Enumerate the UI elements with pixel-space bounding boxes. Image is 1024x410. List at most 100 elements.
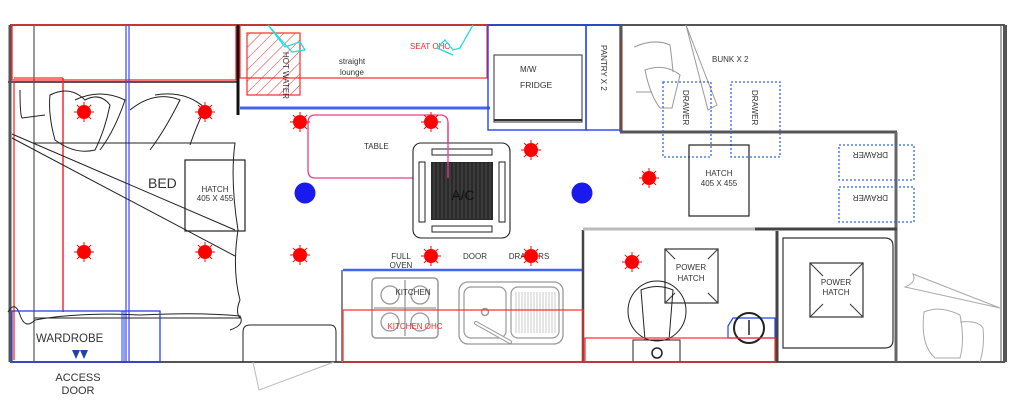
access-door-label: ACCESS: [55, 372, 100, 384]
ac-vent-top: [431, 148, 493, 156]
pillow-2: [74, 93, 126, 151]
power-hatch-1-label-2: HATCH: [678, 274, 705, 283]
cooktop: [371, 277, 439, 339]
drawer-3-label: DRAWER: [853, 150, 888, 159]
sink-unit: [458, 281, 564, 345]
toilet-seat: [640, 286, 674, 341]
speaker-icon: [571, 182, 593, 204]
shower: POWER HATCH: [782, 237, 894, 349]
kitchen: FULL OVEN DOOR DRAWERS KITCHEN KITCHEN O…: [341, 230, 585, 363]
hatch-bedroom: [184, 159, 246, 232]
seat-ohc-label: SEAT OHC: [410, 42, 450, 51]
sink-tap-inner: [475, 322, 511, 343]
hatch-bedroom-size: 405 X 455: [197, 194, 234, 203]
drawers-dashed: [662, 81, 915, 223]
bed-fold-line-2: [11, 137, 236, 257]
downlight-icon: [290, 245, 310, 265]
basin: [733, 312, 765, 344]
lounge: HOT WATER straight lounge SEAT OHC: [239, 24, 490, 110]
hatch-bedroom-label: HATCH: [202, 185, 229, 194]
rear-cushions: [903, 273, 1001, 363]
downlight-icon: [521, 140, 541, 160]
hatch-bunk-label: HATCH: [706, 169, 733, 178]
cooktop-burners: [374, 280, 436, 336]
kitchen-ohc-label: KITCHEN OHC: [387, 322, 442, 331]
table-outline: [307, 114, 449, 179]
downlight-icon: [421, 246, 441, 266]
burner-2: [410, 285, 430, 305]
downlight-icon: [74, 102, 94, 122]
downlight-icon: [195, 242, 215, 262]
burner-1: [380, 285, 400, 305]
hatch-bunk-size: 405 X 455: [701, 179, 738, 188]
entry-door-swing: [252, 361, 335, 391]
downlights: [74, 102, 659, 272]
sink-drain: [480, 307, 490, 317]
wardrobe: [11, 310, 161, 363]
power-hatch-2: [809, 262, 864, 318]
power-hatch-1: [664, 248, 719, 304]
drawer-4: [838, 186, 915, 223]
full-oven-label-2: OVEN: [390, 261, 413, 270]
fridge-cabinet: [487, 24, 587, 131]
access-door-arrow-icon-2: [80, 350, 88, 359]
power-hatch-2-label: POWER: [821, 278, 851, 287]
drawer-4-label: DRAWER: [853, 193, 888, 202]
door-label: DOOR: [463, 252, 487, 261]
bed-fold-line-1: [11, 133, 236, 231]
ac-vent-left: [418, 161, 426, 223]
speakers: [294, 182, 593, 204]
bathroom: POWER HATCH: [583, 227, 897, 363]
pillow-4: [154, 93, 206, 146]
toilet-flush-icon: [651, 347, 663, 359]
ac-vent-bottom: [431, 225, 493, 233]
fridge-label: FRIDGE: [520, 80, 552, 90]
drainer: [510, 286, 560, 339]
bunk-area: BUNK X 2 DRAWER DRAWER DRAWER DRAWER HAT…: [620, 24, 915, 362]
bunk-label: BUNK X 2: [712, 55, 749, 64]
kitchen-ohc: [342, 309, 584, 363]
fridge: [493, 54, 583, 123]
power-hatch-2-label-2: HATCH: [823, 288, 850, 297]
burner-3: [380, 312, 400, 332]
drawer-2-label: DRAWER: [750, 90, 759, 125]
speaker-icon: [294, 182, 316, 204]
access-door-label-2: DOOR: [62, 385, 95, 397]
pillow-3: [129, 96, 181, 151]
drainer-lines: [515, 292, 556, 333]
drawer-1-label: DRAWER: [681, 90, 690, 125]
ac-vent-right: [498, 161, 506, 223]
table-label: TABLE: [364, 142, 389, 151]
bed-label: BED: [148, 175, 177, 191]
pillow-1: [49, 90, 111, 152]
ac-grille-lines: [433, 163, 491, 219]
hot-water-unit: [246, 32, 301, 96]
drawer-3: [838, 144, 915, 181]
bunk-cushions: [633, 24, 718, 111]
toilet-bowl: [627, 280, 687, 342]
tap-symbols: [267, 24, 474, 56]
fridge-pantry: M/W FRIDGE PANTRY X 2: [487, 24, 623, 132]
pillow-5: [19, 89, 46, 119]
shower-tray: [782, 237, 894, 349]
drawer-1: [662, 81, 712, 158]
bath-ohc: [584, 337, 776, 363]
step: [242, 324, 337, 362]
burner-4: [410, 312, 430, 332]
downlight-icon: [521, 246, 541, 266]
sink-bowl: [463, 286, 507, 339]
access-door-arrow-icon: [72, 350, 80, 359]
ac-label: A/C: [451, 187, 474, 203]
power-hatch-1-marks: [664, 248, 719, 304]
downlight-icon: [290, 112, 310, 132]
pantry-label: PANTRY X 2: [599, 45, 608, 91]
full-oven-label-1: FULL: [391, 252, 411, 261]
pillows: [19, 89, 206, 152]
bedroom-ohc: [11, 24, 237, 81]
dinette: TABLE A/C: [307, 114, 511, 239]
power-hatch-1-label: POWER: [676, 263, 706, 272]
bed-wave-bottom: [7, 306, 242, 331]
downlight-icon: [74, 242, 94, 262]
kitchen-label: KITCHEN: [395, 288, 430, 297]
